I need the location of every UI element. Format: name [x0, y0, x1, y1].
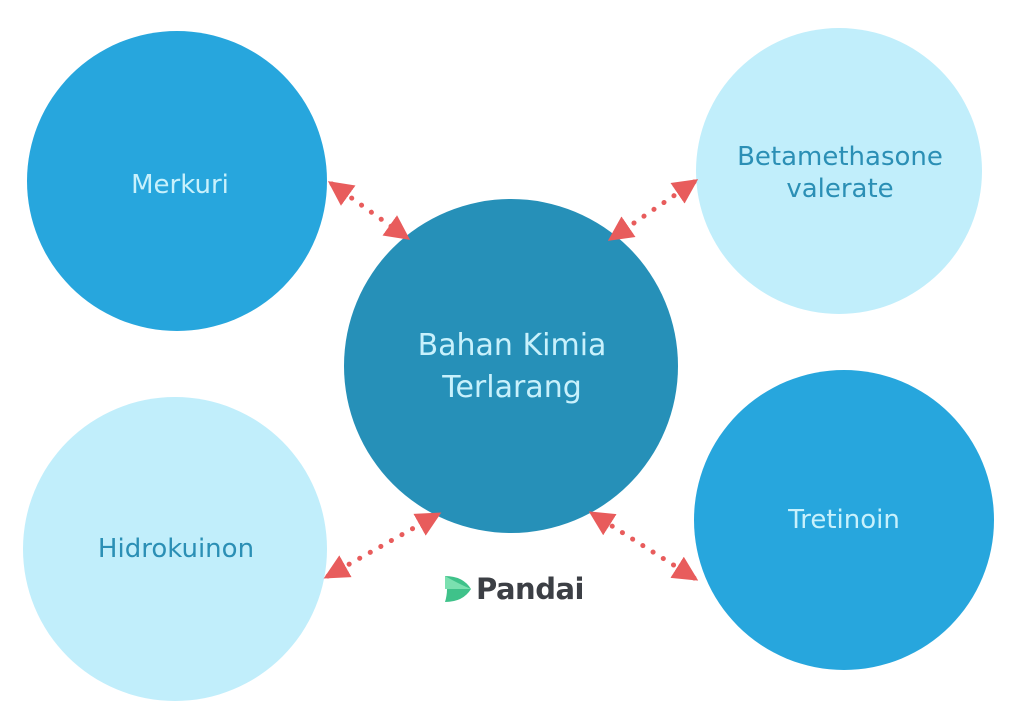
node-hidrokuinon: [23, 397, 327, 701]
logo-text: Pandai: [476, 572, 584, 606]
pandai-logo: Pandai: [443, 572, 584, 606]
label-merkuri: Merkuri: [131, 170, 229, 200]
center-label-2: Terlarang: [441, 370, 582, 405]
arrow-merkuri: [327, 181, 411, 240]
pandai-leaf-icon: [445, 576, 471, 602]
arrow-hidrokuinon: [323, 512, 442, 579]
label-tretinoin: Tretinoin: [787, 505, 900, 535]
label-hidrokuinon: Hidrokuinon: [98, 534, 254, 564]
node-merkuri: [27, 31, 327, 331]
label-betamethasone-2: valerate: [786, 174, 893, 204]
center-label-1: Bahan Kimia: [418, 328, 607, 363]
arrow-tretinoin: [588, 511, 699, 581]
node-betamethasone: [696, 28, 982, 314]
arrow-betamethasone: [607, 179, 699, 241]
center-node: [344, 199, 678, 533]
label-betamethasone-1: Betamethasone: [737, 142, 943, 172]
node-tretinoin: [694, 370, 994, 670]
